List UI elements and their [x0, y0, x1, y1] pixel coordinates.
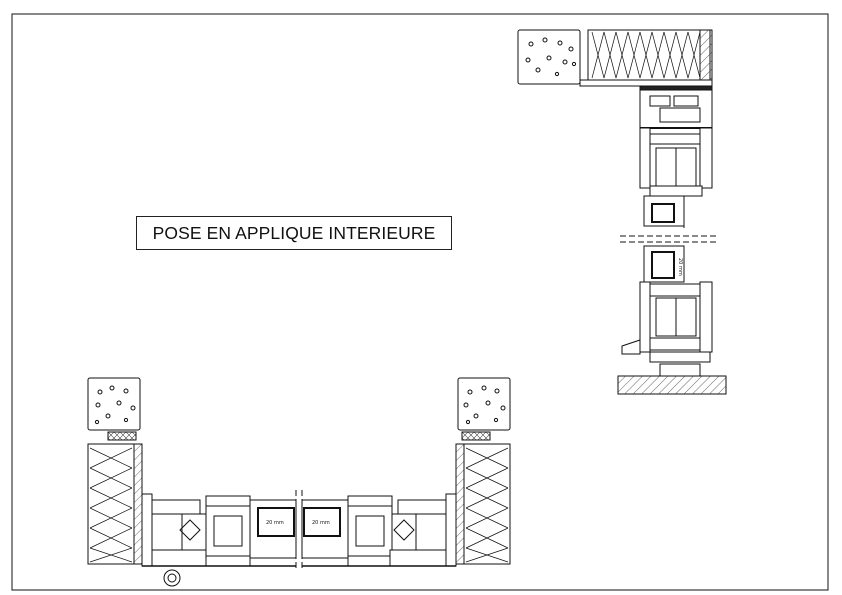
- masonry-block-right: [457, 377, 511, 441]
- glazing-label-right: 20 mm: [312, 520, 330, 526]
- insulation-top: [587, 29, 713, 81]
- sheet-border: [11, 13, 829, 591]
- horizontal-section: 20 mm 20 mm: [87, 377, 511, 587]
- masonry-block-top: [517, 29, 581, 85]
- vertical-section: 20 mm: [517, 29, 727, 395]
- drawing-title-box: POSE EN APPLIQUE INTERIEURE: [136, 216, 452, 250]
- glazing-label-vertical: 20 mm: [677, 258, 683, 276]
- glazing-lower: 20 mm: [643, 245, 685, 283]
- masonry-block-left: [87, 377, 141, 441]
- frame-profile-lower: [621, 281, 713, 377]
- break-line: [620, 235, 716, 243]
- insulation-left: [87, 443, 143, 565]
- insulation-right: [455, 443, 511, 565]
- glazing-upper: [643, 195, 685, 228]
- frame-profile-right: 20 mm: [301, 493, 457, 567]
- glazing-label-left: 20 mm: [266, 520, 284, 526]
- frame-profile-left: 20 mm: [141, 493, 297, 587]
- drawing-title: POSE EN APPLIQUE INTERIEURE: [152, 222, 436, 243]
- sill-hatched: [617, 375, 727, 395]
- frame-profile-upper: [639, 89, 713, 197]
- centre-break: [295, 490, 303, 570]
